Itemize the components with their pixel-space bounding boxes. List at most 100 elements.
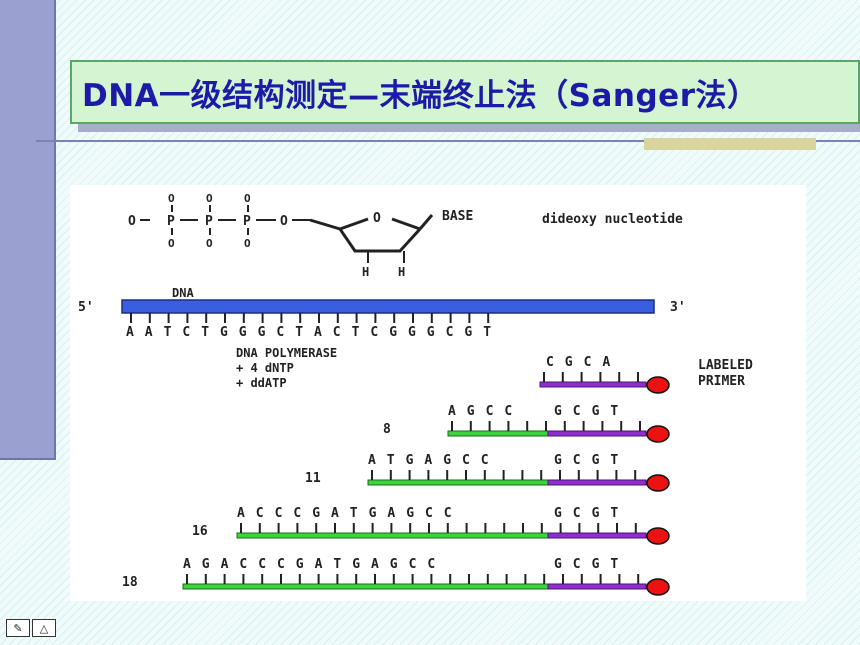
title-box: DNA一级结构测定—末端终止法（Sanger法）	[70, 60, 860, 124]
primer-bar	[539, 381, 647, 388]
labeled-primer-label: LABELED	[698, 358, 753, 373]
template-base: C	[370, 325, 378, 340]
sanger-figure: O O P O O P O O P O O O	[70, 185, 806, 601]
new-strand-base: C	[275, 506, 283, 521]
label-dot	[646, 527, 670, 545]
triangle-icon[interactable]: △	[32, 619, 56, 637]
fragment-length: 18	[122, 575, 138, 590]
primer-base: C	[573, 557, 581, 572]
template-base: A	[145, 325, 153, 340]
template-strand-bar	[121, 299, 655, 314]
new-strand-base: T	[350, 506, 358, 521]
new-strand-base: C	[427, 557, 435, 572]
primer-base: C	[584, 355, 592, 370]
new-strand-base: A	[221, 557, 229, 572]
phosphate-o: O	[206, 237, 213, 250]
template-base: G	[464, 325, 472, 340]
primer-base: C	[573, 506, 581, 521]
primer-bar	[547, 532, 647, 539]
phosphate-o: O	[128, 214, 136, 229]
page-title: DNA一级结构测定—末端终止法（Sanger法）	[82, 77, 759, 114]
template-base: T	[483, 325, 491, 340]
slide-nav: ✎ △	[6, 619, 58, 637]
template-base: T	[164, 325, 172, 340]
primer-base: G	[592, 453, 600, 468]
primer-bar	[547, 479, 647, 486]
new-strand-base: A	[331, 506, 339, 521]
new-strand-base: A	[315, 557, 323, 572]
template-base: T	[201, 325, 209, 340]
primer-base: G	[554, 557, 562, 572]
dideoxy-label: dideoxy nucleotide	[542, 212, 683, 227]
five-prime-label: 5'	[78, 300, 94, 315]
new-strand-bar	[447, 430, 549, 437]
primer-base: C	[546, 355, 554, 370]
h-label: H	[398, 265, 405, 279]
new-strand-base: C	[293, 506, 301, 521]
phosphate-o: O	[280, 214, 288, 229]
base-label: BASE	[442, 209, 473, 224]
new-strand-base: C	[256, 506, 264, 521]
new-strand-base: G	[467, 404, 475, 419]
template-base: C	[182, 325, 190, 340]
primer-base: G	[592, 506, 600, 521]
new-strand-base: T	[387, 453, 395, 468]
new-strand-base: G	[390, 557, 398, 572]
new-strand-base: C	[277, 557, 285, 572]
label-dot	[646, 474, 670, 492]
fragment-length: 8	[383, 422, 391, 437]
rule-accent	[644, 138, 816, 150]
phosphate-p: P	[243, 214, 251, 229]
three-prime-label: 3'	[670, 300, 686, 315]
new-strand-base: C	[504, 404, 512, 419]
primer-base: T	[610, 557, 618, 572]
new-strand-base: G	[443, 453, 451, 468]
template-base: G	[408, 325, 416, 340]
template-base: A	[126, 325, 134, 340]
new-strand-base: G	[369, 506, 377, 521]
template-base: G	[427, 325, 435, 340]
label-dot	[646, 578, 670, 596]
phosphate-o: O	[168, 237, 175, 250]
new-strand-base: G	[312, 506, 320, 521]
primer-base: G	[554, 404, 562, 419]
new-strand-base: C	[409, 557, 417, 572]
pencil-icon[interactable]: ✎	[6, 619, 30, 637]
primer-base: G	[554, 453, 562, 468]
new-strand-base: A	[368, 453, 376, 468]
new-strand-base: G	[352, 557, 360, 572]
primer-base: G	[592, 557, 600, 572]
new-strand-base: C	[239, 557, 247, 572]
primer-base: A	[602, 355, 610, 370]
new-strand-base: G	[202, 557, 210, 572]
ring-oxygen: O	[373, 211, 381, 226]
new-strand-base: C	[444, 506, 452, 521]
template-base: T	[295, 325, 303, 340]
dntp-label: + 4 dNTP	[236, 361, 294, 375]
new-strand-base: A	[424, 453, 432, 468]
dna-label: DNA	[172, 286, 194, 300]
template-base: C	[276, 325, 284, 340]
labeled-primer-label: PRIMER	[698, 374, 745, 389]
primer-base: T	[610, 404, 618, 419]
fragment-length: 11	[305, 471, 321, 486]
label-dot	[646, 376, 670, 394]
new-strand-base: T	[333, 557, 341, 572]
primer-bar	[547, 430, 647, 437]
new-strand-base: A	[371, 557, 379, 572]
new-strand-bar	[182, 583, 549, 590]
title-rule	[36, 140, 860, 142]
primer-base: G	[554, 506, 562, 521]
phosphate-p: P	[167, 214, 175, 229]
primer-base: C	[573, 453, 581, 468]
primer-base: C	[573, 404, 581, 419]
template-base: G	[220, 325, 228, 340]
label-dot	[646, 425, 670, 443]
new-strand-base: G	[406, 506, 414, 521]
template-base: C	[333, 325, 341, 340]
ddatp-label: + ddATP	[236, 376, 287, 390]
new-strand-base: G	[406, 453, 414, 468]
phosphate-o: O	[244, 237, 251, 250]
phosphate-o: O	[168, 192, 175, 205]
template-base: G	[258, 325, 266, 340]
